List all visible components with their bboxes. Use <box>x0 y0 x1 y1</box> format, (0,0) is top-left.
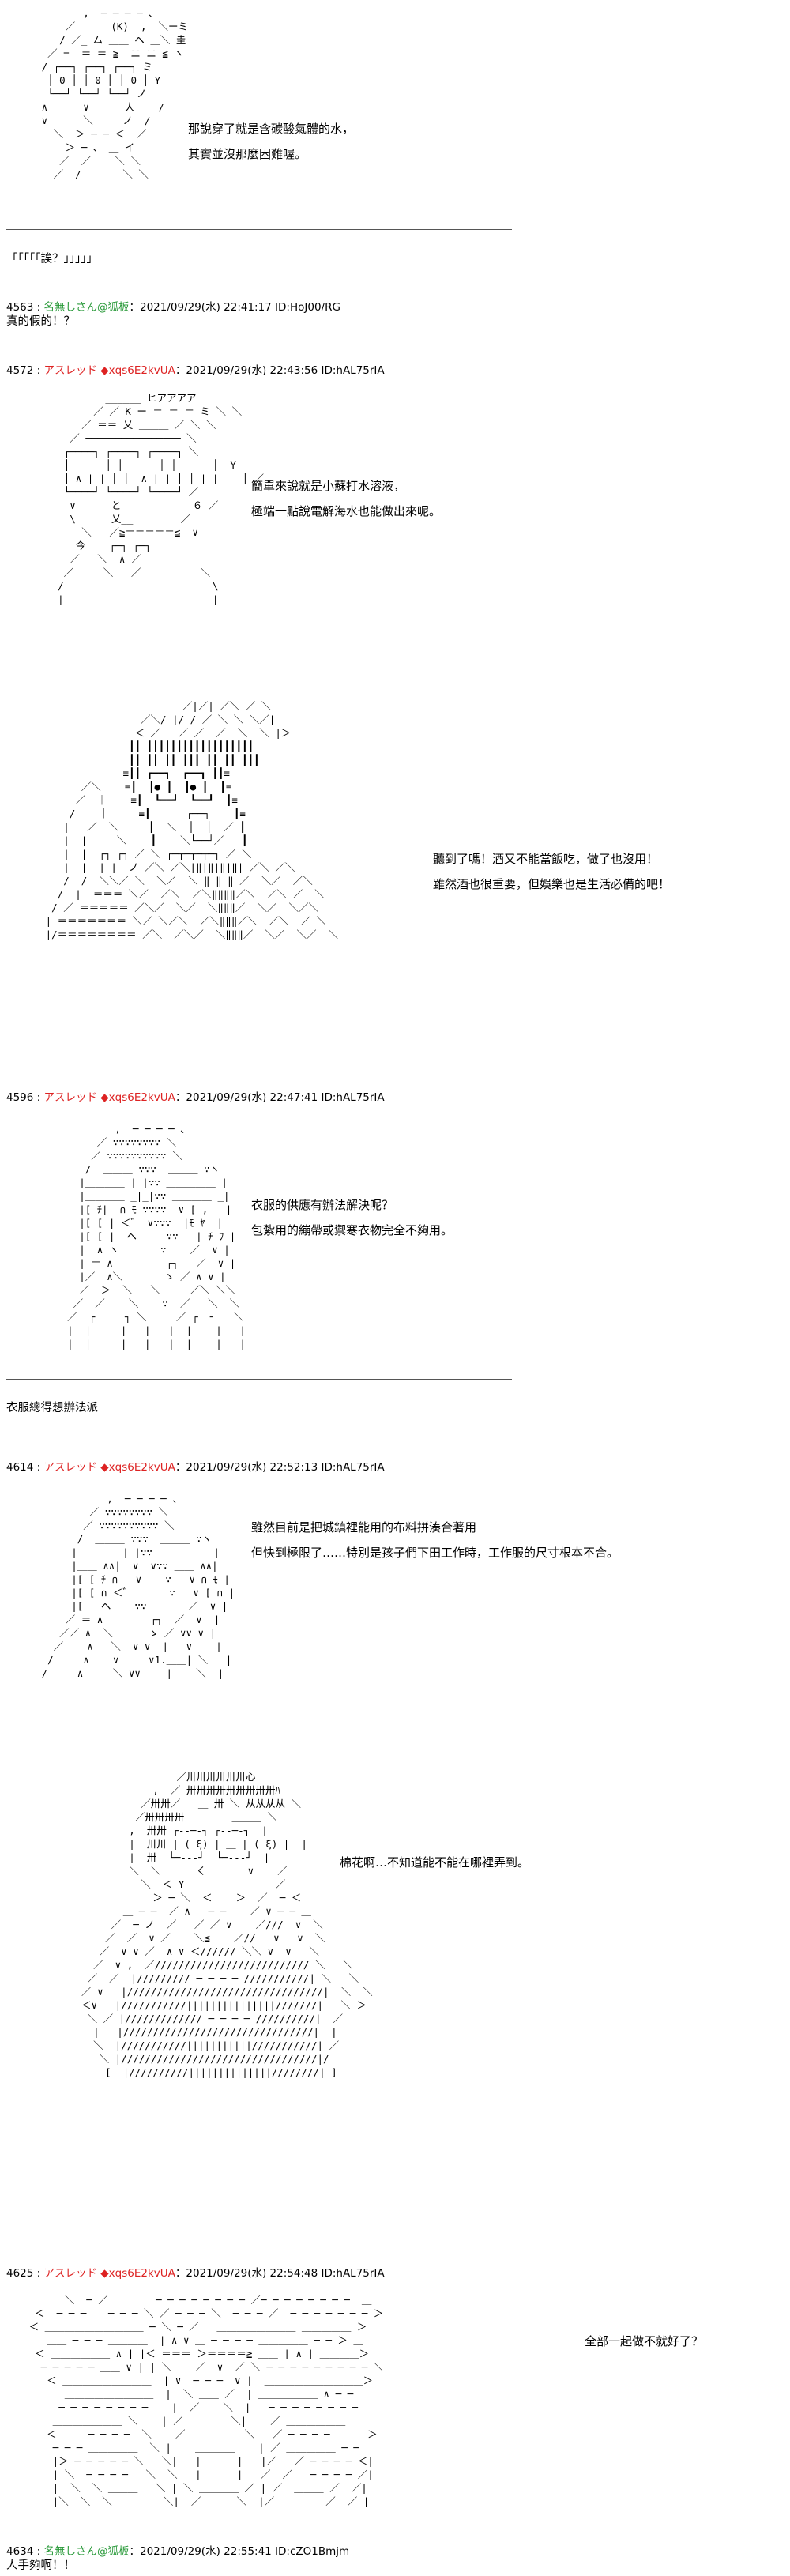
speech-line: 包紮用的繃帶或禦寒衣物完全不夠用。 <box>251 1223 453 1237</box>
divider <box>6 229 512 230</box>
ascii-art-character-1: ______ ヒアアアア ／ ／ K ー ＝ ＝ ＝ ミ ＼ ＼ ／ ＝＝ 乂 … <box>58 392 264 605</box>
poster-trip: ◆xqs6E2kvUA <box>100 2267 175 2280</box>
poster-trip: ◆xqs6E2kvUA <box>100 1091 175 1104</box>
post-date: ：2021/09/29(水) 22:43:56 ID:hAL75rIA <box>175 364 385 377</box>
post-date: ：2021/09/29(水) 22:41:17 ID:HoJ00/RG <box>129 301 340 314</box>
post-date: ：2021/09/29(水) 22:54:48 ID:hAL75rIA <box>175 2267 385 2280</box>
post-number: 4634 : <box>6 2545 41 2558</box>
speech-line: 聽到了嗎！酒又不能當飯吃，做了也沒用！ <box>433 852 659 866</box>
divider <box>6 1379 512 1380</box>
speech-line: 但快到極限了……特別是孩子們下田工作時，工作服的尺寸根本不合。 <box>251 1546 619 1560</box>
poster-name[interactable]: アスレッド <box>43 1461 98 1474</box>
ascii-art-character-2: ／|／| ／＼ ／ ＼ ／＼/ |/ / ／ ＼ ＼ ＼／| ＜ ／ ／ ／ ／… <box>45 700 339 940</box>
post-date: ：2021/09/29(水) 22:52:13 ID:hAL75rIA <box>175 1461 385 1474</box>
post-number: 4625 : <box>6 2267 41 2280</box>
narration: 衣服總得想辦法派 <box>6 1402 98 1414</box>
ascii-art-character-1: , ─ ─ ─ ─ 、 ／ ___ (K)__, ＼ーミ / ／_ 厶 ＿＿ ヘ… <box>41 7 189 180</box>
poster-name[interactable]: アスレッド <box>43 2267 98 2280</box>
post-body: 人手夠啊！！ <box>6 2559 75 2572</box>
speech-line: 全部一起做不就好了？ <box>585 2334 704 2348</box>
poster-name[interactable]: アスレッド <box>43 1091 98 1104</box>
ascii-art-character-3: , ─ ─ ─ ─ 、 ／ ∵∵∵∵∵∵∵∵ ＼ ／ ∵∵∵∵∵∵∵∵∵∵ ＼ … <box>67 1123 246 1350</box>
post-number: 4563 : <box>6 301 41 314</box>
ascii-art-character-4: ／卅卅卅卅卅卅心 , ／ 卅卅卅卅卅卅卅卅卅ﾊ ／卅卅／ ＿ 卅 ＼ 从从从从 … <box>81 1771 373 2078</box>
post-header: 4634 : 名無しさん@狐板：2021/09/29(水) 22:55:41 I… <box>6 2544 349 2559</box>
speech-line: 雖然目前是把城鎮裡能用的布料拼湊合著用 <box>251 1520 477 1535</box>
poster-trip: ◆xqs6E2kvUA <box>100 1461 175 1474</box>
narration: 「「「「「誒？」」」」」 <box>6 253 98 266</box>
speech-line: 那說穿了就是含碳酸氣體的水， <box>188 122 355 136</box>
speech-line: 雖然酒也很重要，但娛樂也是生活必備的吧！ <box>433 877 671 891</box>
speech-line: 其實並沒那麼困難喔。 <box>188 147 307 161</box>
post-header: 4614 : アスレッド ◆xqs6E2kvUA：2021/09/29(水) 2… <box>6 1460 385 1474</box>
post-header: 4572 : アスレッド ◆xqs6E2kvUA：2021/09/29(水) 2… <box>6 363 385 378</box>
speech-line: 簡單來說就是小蘇打水溶液， <box>251 479 406 493</box>
post-header: 4563 : 名無しさん@狐板：2021/09/29(水) 22:41:17 I… <box>6 300 340 314</box>
poster-trip: ◆xqs6E2kvUA <box>100 364 175 377</box>
poster-name[interactable]: アスレッド <box>43 364 98 377</box>
post-date: ：2021/09/29(水) 22:47:41 ID:hAL75rIA <box>175 1091 385 1104</box>
post-number: 4614 : <box>6 1461 41 1474</box>
poster-name[interactable]: 名無しさん@狐板 <box>43 2545 130 2558</box>
post-body: 真的假的！？ <box>6 315 75 328</box>
post-number: 4596 : <box>6 1091 41 1104</box>
post-number: 4572 : <box>6 364 41 377</box>
post-header: 4596 : アスレッド ◆xqs6E2kvUA：2021/09/29(水) 2… <box>6 1090 385 1105</box>
speech-line: 棉花啊…不知道能不能在哪裡弄到。 <box>340 1855 530 1870</box>
ascii-art-crowd: ＼ ─ ／ ─ ─ ─ ─ ─ ─ ─ ─ ／─ ─ ─ ─ ─ ─ ─ ─ ＿… <box>28 2294 384 2507</box>
post-date: ：2021/09/29(水) 22:55:41 ID:cZO1Bmjm <box>129 2545 350 2558</box>
poster-name[interactable]: 名無しさん@狐板 <box>43 301 130 314</box>
speech-line: 衣服的供應有辦法解決呢？ <box>251 1198 394 1212</box>
ascii-art-character-3: , ─ ─ ─ ─ 、 ／ ∵∵∵∵∵∵∵∵ ＼ ／ ∵∵∵∵∵∵∵∵∵∵ ＼ … <box>41 1493 235 1679</box>
speech-line: 極端一點說電解海水也能做出來呢。 <box>251 504 442 518</box>
post-header: 4625 : アスレッド ◆xqs6E2kvUA：2021/09/29(水) 2… <box>6 2266 385 2280</box>
